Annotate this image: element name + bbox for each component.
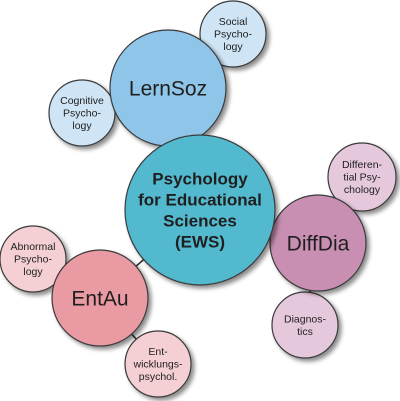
leaf-label-cognitive-line: Cognitive [60, 95, 104, 107]
branch-node-entau: EntAu [51, 249, 149, 347]
leaf-label-cognitive-line: Psycho- [63, 108, 101, 120]
branch-circle-diffdia [269, 194, 367, 292]
leaf-circle-cognitive [48, 79, 116, 147]
leaf-label-differential-line: chology [344, 184, 381, 196]
leaf-label-diagnostics: Diagnos-tics [284, 313, 327, 338]
branch-node-diffdia: DiffDia [269, 194, 367, 292]
center-label-line: (EWS) [175, 232, 225, 251]
leaf-circle-differential [327, 142, 397, 212]
branch-node-lernsoz: LernSoz [109, 29, 227, 147]
leaf-circle-entwicklung [124, 330, 192, 398]
leaf-label-diagnostics-line: tics [297, 326, 313, 338]
branch-label-diffdia: DiffDia [287, 232, 350, 255]
leaf-circle-abnormal [0, 225, 67, 293]
leaf-label-abnormal-line: Abnormal [11, 241, 56, 253]
leaf-label-differential: Differen-tial Psy-chology [342, 159, 383, 196]
leaf-label-social-line: logy [223, 41, 243, 53]
leaf-label-entwicklung-line: psychol. [139, 371, 178, 383]
leaf-label-differential-line: Differen- [342, 159, 383, 171]
center-label-line: Sciences [163, 211, 237, 230]
leaf-label-abnormal-line: Psycho- [14, 254, 52, 266]
leaf-label-entwicklung-line: wicklungs- [132, 359, 183, 371]
leaf-label-entwicklung: Ent-wicklungs-psychol. [132, 346, 183, 383]
leaf-label-social-line: Psycho- [214, 29, 252, 41]
branch-circle-entau [51, 249, 149, 347]
branch-label-entau: EntAu [71, 287, 128, 310]
leaf-node-entwicklung: Ent-wicklungs-psychol. [124, 330, 192, 398]
center-circle [124, 134, 276, 286]
leaf-label-entwicklung-line: Ent- [148, 346, 168, 358]
leaf-circle-social [199, 0, 267, 68]
leaf-label-abnormal-line: logy [23, 266, 43, 278]
leaf-label-diagnostics-line: Diagnos- [284, 313, 327, 325]
center-label-line: for Educational [138, 190, 262, 209]
center-label-line: Psychology [152, 169, 248, 188]
leaf-node-diagnostics: Diagnos-tics [271, 291, 339, 359]
branch-label-lernsoz: LernSoz [129, 77, 207, 100]
leaf-node-differential: Differen-tial Psy-chology [327, 142, 397, 212]
leaf-label-differential-line: tial Psy- [343, 172, 381, 184]
leaf-circle-diagnostics [271, 291, 339, 359]
leaf-label-cognitive-line: logy [72, 120, 92, 132]
leaf-label-social-line: Social [219, 16, 248, 28]
